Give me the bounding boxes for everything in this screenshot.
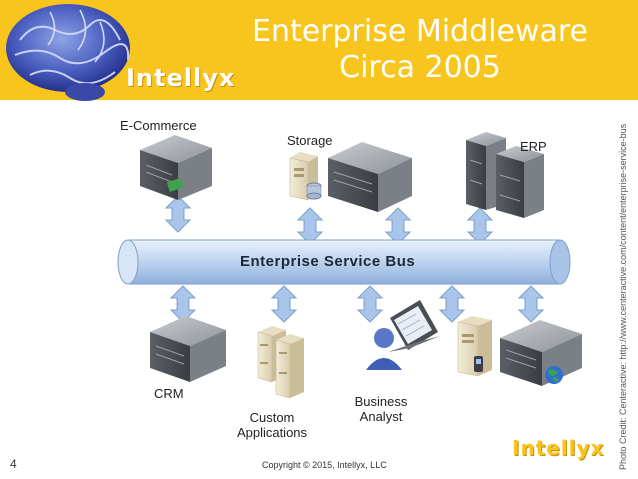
web-server-icon: [500, 320, 582, 386]
arrow-ecommerce: [164, 195, 192, 233]
header-logo-text: Intellyx: [126, 64, 236, 92]
enterprise-service-bus: Enterprise Service Bus: [117, 239, 571, 285]
crm-server-icon: [150, 316, 226, 382]
arrow-desktop: [438, 285, 466, 323]
label-storage: Storage: [287, 133, 333, 148]
footer-logo-text: Intellyx: [512, 436, 605, 460]
label-custom-line1: Custom: [249, 410, 295, 425]
label-custom-line2: Applications: [236, 425, 308, 440]
copyright-notice: Copyright © 2015, Intellyx, LLC: [262, 460, 387, 470]
title-line-1: Enterprise Middleware: [251, 14, 588, 49]
label-analyst-line2: Analyst: [359, 409, 403, 424]
label-analyst-line1: Business: [354, 394, 408, 409]
business-analyst-icon: [366, 300, 440, 370]
title-line-2: Circa 2005: [339, 50, 501, 85]
arrow-storage-server: [384, 207, 412, 245]
custom-applications-icon: [257, 326, 304, 399]
arrow-crm: [169, 285, 197, 323]
arrow-analyst: [356, 285, 384, 323]
label-crm: CRM: [154, 386, 184, 401]
label-custom-applications: Custom Applications: [228, 410, 316, 440]
page-title: Enterprise Middleware Circa 2005: [230, 14, 610, 86]
arrow-web-server: [517, 285, 545, 323]
label-business-analyst: Business Analyst: [346, 394, 416, 424]
storage-tower-icon: [289, 152, 322, 201]
desktop-tower-icon: [457, 316, 492, 377]
storage-server-icon: [328, 142, 412, 212]
label-ecommerce: E-Commerce: [120, 118, 197, 133]
arrow-storage: [296, 207, 324, 245]
erp-server-rack-icon: [466, 132, 544, 218]
arrow-erp: [466, 207, 494, 245]
label-erp: ERP: [520, 139, 547, 154]
arrow-custom-apps: [270, 285, 298, 323]
slide-number: 4: [10, 457, 17, 471]
bus-label: Enterprise Service Bus: [240, 253, 415, 270]
ecommerce-server-icon: [140, 135, 212, 200]
